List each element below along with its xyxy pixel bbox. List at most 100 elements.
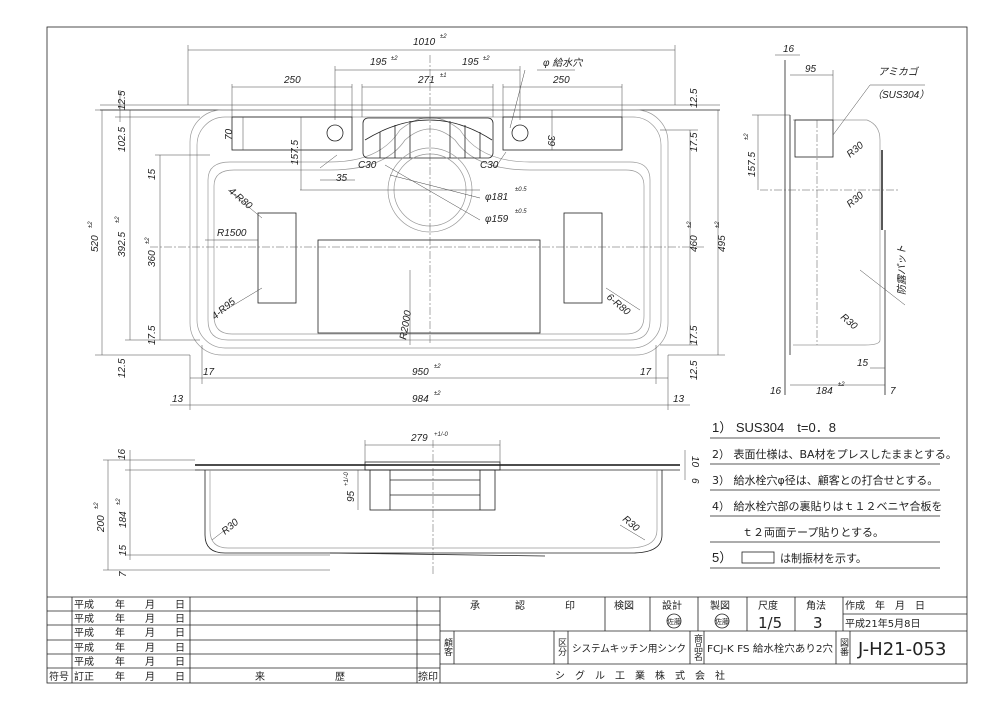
svg-text:φ159: φ159 bbox=[485, 214, 509, 225]
svg-text:±2: ±2 bbox=[715, 221, 721, 228]
svg-text:年: 年 bbox=[115, 670, 125, 683]
svg-text:尺度: 尺度 bbox=[758, 599, 778, 612]
svg-text:R30: R30 bbox=[838, 312, 859, 333]
svg-text:12.5: 12.5 bbox=[117, 90, 128, 110]
note-5: 5） bbox=[712, 550, 732, 565]
faucet-hole-left bbox=[326, 124, 344, 142]
svg-text:R1500: R1500 bbox=[217, 228, 247, 239]
damping-pad-center bbox=[317, 239, 541, 334]
svg-text:平成21年5月8日: 平成21年5月8日 bbox=[845, 617, 920, 630]
svg-text:250: 250 bbox=[283, 75, 301, 86]
svg-text:日: 日 bbox=[175, 600, 185, 611]
svg-text:月: 月 bbox=[145, 627, 155, 639]
svg-text:±2: ±2 bbox=[115, 216, 121, 223]
revision-block: 平成年月日 平成年月日 平成年月日 平成年月日 平成年月日 符号訂正 年月日 来… bbox=[47, 596, 967, 683]
svg-text:250: 250 bbox=[552, 75, 570, 86]
svg-text:日: 日 bbox=[175, 672, 185, 683]
svg-text:16: 16 bbox=[117, 448, 128, 460]
svg-text:歴: 歴 bbox=[335, 671, 345, 683]
svg-text:17.5: 17.5 bbox=[689, 132, 700, 152]
svg-text:±2: ±2 bbox=[88, 221, 94, 228]
svg-text:R30: R30 bbox=[220, 517, 241, 538]
svg-text:392.5: 392.5 bbox=[117, 232, 128, 257]
svg-text:佐藤: 佐藤 bbox=[667, 617, 681, 626]
svg-text:950: 950 bbox=[412, 367, 429, 378]
svg-text:日: 日 bbox=[175, 628, 185, 639]
svg-text:157.5: 157.5 bbox=[747, 152, 758, 177]
svg-text:13: 13 bbox=[172, 394, 184, 405]
damping-pad bbox=[563, 212, 603, 304]
svg-text:φ 給水穴: φ 給水穴 bbox=[543, 57, 583, 69]
product-label: 商品名 bbox=[692, 633, 703, 662]
svg-text:日: 日 bbox=[175, 643, 185, 654]
drawing-number: J-H21-053 bbox=[857, 639, 946, 660]
svg-text:角法: 角法 bbox=[806, 599, 826, 612]
svg-text:7: 7 bbox=[890, 386, 896, 397]
svg-text:（SUS304）: （SUS304） bbox=[872, 89, 929, 101]
svg-text:±2: ±2 bbox=[744, 133, 750, 140]
front-view: 279+1/-0 16 200±2 184±2 95+1/-0 15 7 R30… bbox=[94, 432, 700, 577]
svg-text:195: 195 bbox=[370, 57, 387, 68]
svg-text:年: 年 bbox=[115, 641, 125, 654]
category-label: 区分 bbox=[556, 638, 567, 657]
svg-text:±2: ±2 bbox=[116, 498, 122, 505]
svg-text:102.5: 102.5 bbox=[117, 127, 128, 152]
svg-text:184: 184 bbox=[118, 511, 129, 528]
svg-text:捺印: 捺印 bbox=[418, 670, 438, 683]
sink-outer-rim bbox=[189, 109, 669, 356]
note-2: 2） 表面仕様は、BA材をプレスしたままとする。 bbox=[712, 447, 957, 461]
svg-text:印: 印 bbox=[565, 600, 575, 612]
svg-text:520: 520 bbox=[90, 235, 101, 252]
svg-text:認: 認 bbox=[515, 599, 525, 612]
svg-text:作成 年 月 日: 作成 年 月 日 bbox=[845, 599, 925, 612]
svg-text:95: 95 bbox=[346, 490, 357, 502]
note-1: 1） SUS304 t=0．8 bbox=[712, 420, 836, 435]
svg-text:平成: 平成 bbox=[74, 642, 94, 654]
svg-text:184: 184 bbox=[816, 386, 833, 397]
svg-text:±2: ±2 bbox=[440, 34, 447, 40]
svg-text:460: 460 bbox=[689, 235, 700, 252]
bowl-outline bbox=[207, 117, 651, 341]
svg-text:月: 月 bbox=[145, 671, 155, 683]
svg-text:16: 16 bbox=[783, 44, 795, 55]
svg-text:279: 279 bbox=[410, 433, 428, 444]
svg-text:157.5: 157.5 bbox=[290, 140, 301, 165]
svg-text:符号: 符号 bbox=[49, 670, 69, 683]
basket-profile bbox=[794, 119, 834, 158]
svg-text:17.5: 17.5 bbox=[689, 325, 700, 345]
svg-text:R30: R30 bbox=[845, 140, 866, 161]
svg-text:承: 承 bbox=[470, 600, 480, 612]
bowl-profile bbox=[793, 119, 881, 346]
svg-text:平成: 平成 bbox=[74, 613, 94, 625]
svg-text:月: 月 bbox=[145, 613, 155, 625]
svg-text:アミカゴ: アミカゴ bbox=[878, 66, 920, 78]
svg-text:±2: ±2 bbox=[838, 382, 845, 388]
svg-text:12.5: 12.5 bbox=[117, 358, 128, 378]
svg-text:R30: R30 bbox=[620, 514, 641, 535]
svg-text:+1/-0: +1/-0 bbox=[434, 432, 449, 438]
basket-section bbox=[369, 469, 496, 511]
svg-text:日: 日 bbox=[175, 657, 185, 668]
svg-text:495: 495 bbox=[717, 235, 728, 252]
category-value: システムキッチン用シンク bbox=[572, 643, 686, 655]
notes: 1） SUS304 t=0．8 2） 表面仕様は、BA材をプレスしたままとする。… bbox=[710, 420, 957, 569]
svg-text:C30: C30 bbox=[480, 160, 499, 171]
svg-text:設計: 設計 bbox=[662, 599, 682, 612]
svg-text:±2: ±2 bbox=[687, 221, 693, 228]
svg-text:±2: ±2 bbox=[391, 56, 398, 62]
customer-label: 顧客 bbox=[442, 637, 453, 656]
svg-text:R2000: R2000 bbox=[398, 309, 414, 340]
drawing-frame bbox=[46, 26, 968, 684]
side-view: 16 95 アミカゴ （SUS304） 157.5±2 R30 R30 R30 … bbox=[744, 44, 929, 397]
svg-text:年: 年 bbox=[115, 598, 125, 611]
svg-text:シ グ ル 工 業 株 式 会 社: シ グ ル 工 業 株 式 会 社 bbox=[555, 669, 725, 682]
faucet-hole-right bbox=[511, 124, 529, 142]
svg-text:R30: R30 bbox=[845, 190, 866, 211]
svg-text:訂正: 訂正 bbox=[74, 670, 94, 683]
svg-text:平成: 平成 bbox=[74, 627, 94, 639]
svg-text:±2: ±2 bbox=[434, 364, 441, 370]
svg-text:271: 271 bbox=[417, 75, 435, 86]
drawing-stamp bbox=[714, 613, 730, 629]
damping-pad-right bbox=[502, 116, 623, 151]
